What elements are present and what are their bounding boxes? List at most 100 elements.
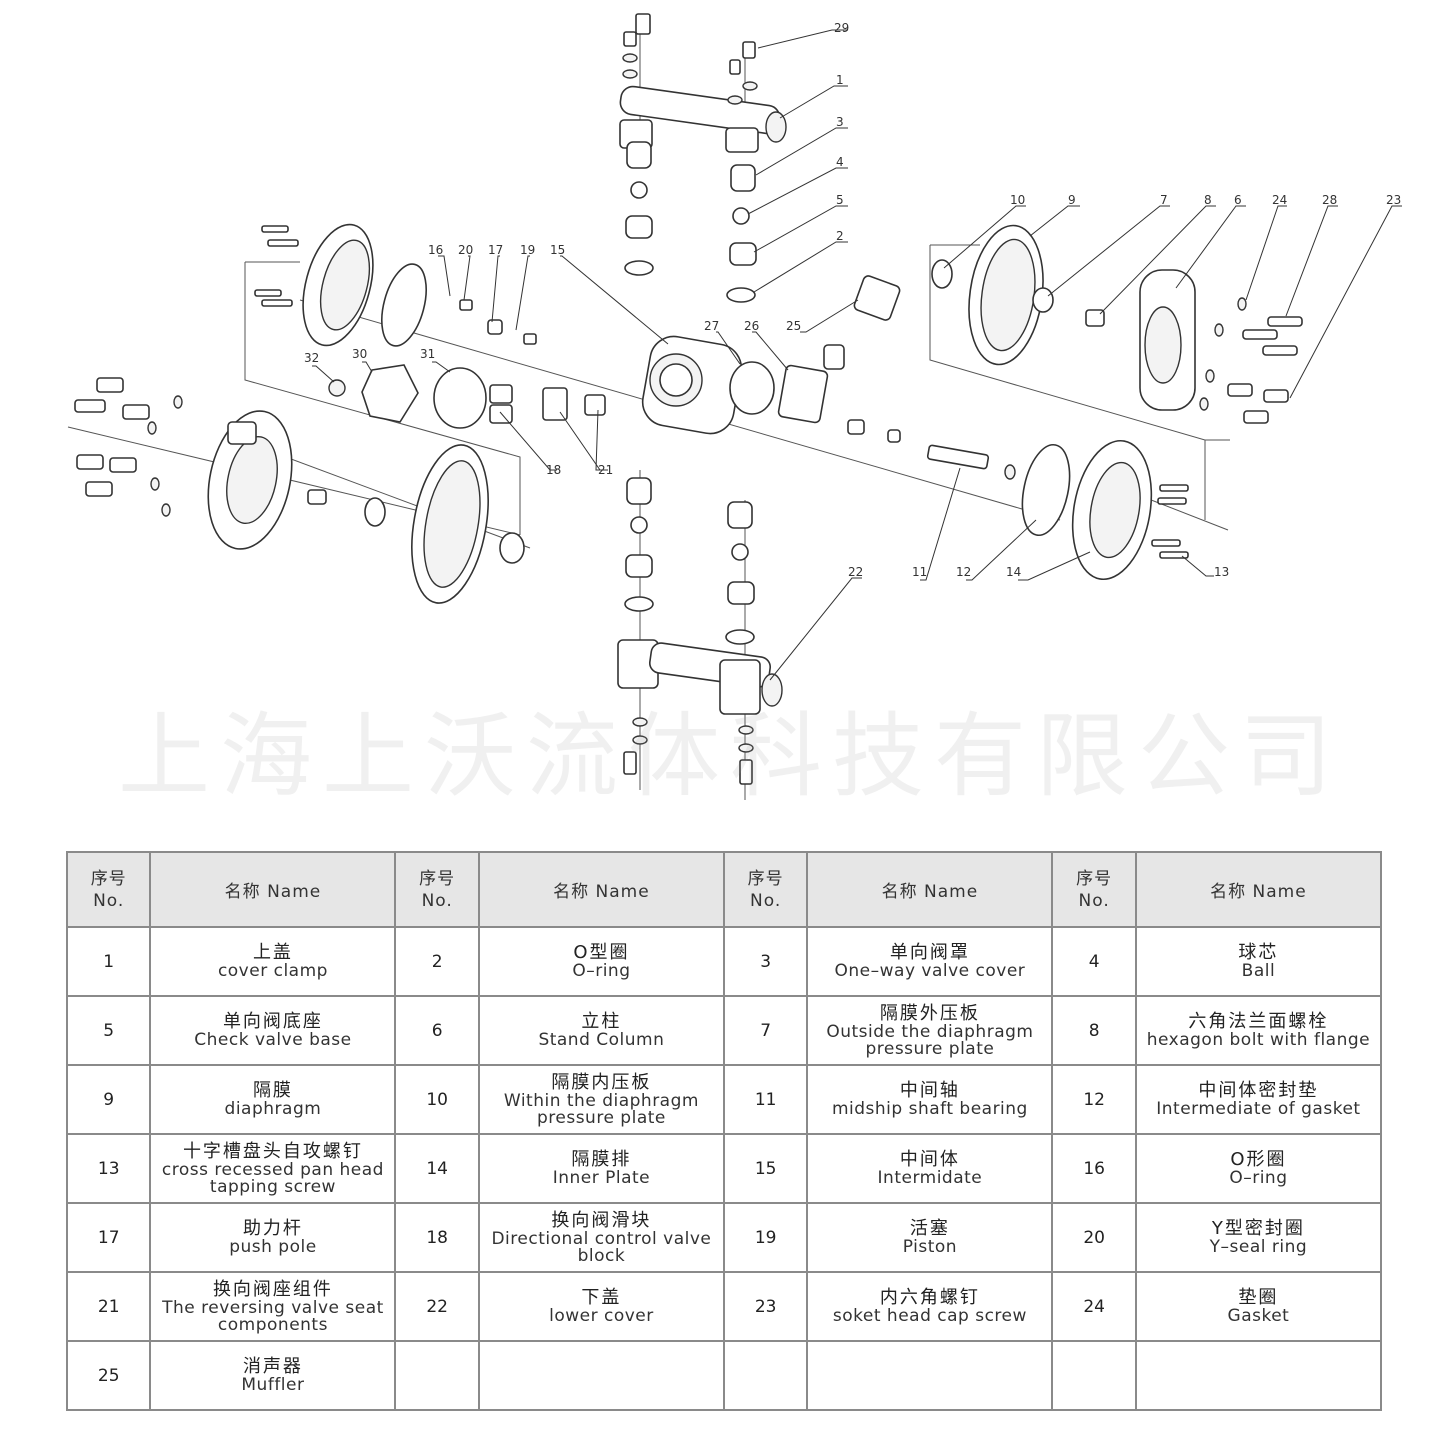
label-9: 9 (1068, 193, 1076, 207)
part-name-cell (477, 1340, 725, 1411)
label-25: 25 (786, 319, 801, 333)
part-name-zh: 内六角螺钉 (879, 1287, 980, 1308)
part-name-zh: 消声器 (242, 1356, 303, 1377)
part-name-en: Intermediate of gasket (1156, 1099, 1361, 1119)
label-1: 1 (836, 73, 844, 87)
center-body (641, 275, 901, 443)
label-17: 17 (488, 243, 503, 257)
part-number-cell: 19 (722, 1202, 809, 1273)
part-number-cell: 22 (394, 1271, 480, 1342)
label-7: 7 (1160, 193, 1168, 207)
part-name-zh: 隔膜外压板 (879, 1002, 980, 1024)
part-name-en: lower cover (549, 1306, 654, 1326)
part-name-zh: 换向阀滑块 (551, 1209, 652, 1231)
part-number-cell: 3 (722, 926, 809, 997)
label-22: 22 (848, 565, 863, 579)
part-name-zh: 立柱 (581, 1011, 622, 1032)
label-10: 10 (1010, 193, 1025, 207)
lower-right-assembly (926, 439, 1189, 581)
part-name-zh: 中间轴 (899, 1080, 960, 1101)
label-6: 6 (1234, 193, 1242, 207)
part-number-cell: 16 (1051, 1133, 1137, 1204)
bottom-manifold (617, 639, 783, 785)
part-name-zh: 助力杆 (242, 1218, 303, 1239)
part-name-en: Check valve base (194, 1030, 352, 1050)
part-name-zh: 隔膜内压板 (551, 1071, 652, 1093)
right-assembly (931, 224, 1303, 424)
part-name-zh: 球芯 (1238, 942, 1279, 963)
label-18: 18 (546, 463, 561, 477)
part-number-cell: 5 (65, 995, 152, 1066)
part-name-en: Ball (1241, 961, 1276, 981)
part-name-zh: 下盖 (581, 1287, 622, 1308)
part-number-cell: 6 (394, 995, 480, 1066)
part-number-cell: 8 (1051, 995, 1137, 1066)
part-number-cell (722, 1340, 809, 1411)
part-name-zh: 单向阀底座 (222, 1011, 323, 1032)
label-16: 16 (428, 243, 443, 257)
part-number-cell: 17 (65, 1202, 152, 1273)
label-28: 28 (1322, 193, 1337, 207)
part-name-zh: 十字槽盘头自攻螺钉 (182, 1140, 363, 1162)
part-name-cell (1134, 1340, 1383, 1411)
part-number-cell: 13 (65, 1133, 152, 1204)
part-number-cell: 10 (394, 1064, 480, 1135)
part-name-en: Directional control valve block (491, 1228, 712, 1266)
label-15: 15 (550, 243, 565, 257)
label-30: 30 (352, 347, 367, 361)
part-number-cell: 15 (722, 1133, 809, 1204)
part-name-en: diaphragm (224, 1099, 322, 1119)
part-name-zh: 上盖 (252, 942, 293, 963)
part-name-cell (806, 1340, 1054, 1411)
part-name-en: cross recessed pan head tapping screw (161, 1159, 384, 1197)
part-number-cell: 21 (65, 1271, 152, 1342)
label-8: 8 (1204, 193, 1212, 207)
exploded-pump-diagram: 29 1 3 4 5 2 10 9 7 8 6 24 28 23 16 20 1… (67, 13, 1402, 800)
part-number-cell: 7 (722, 995, 809, 1066)
part-number-cell: 24 (1051, 1271, 1137, 1342)
label-12: 12 (956, 565, 971, 579)
part-number-cell (394, 1340, 480, 1411)
label-31: 31 (420, 347, 435, 361)
label-2: 2 (836, 229, 844, 243)
part-number-cell: 12 (1051, 1064, 1137, 1135)
part-number-cell: 11 (722, 1064, 809, 1135)
part-name-zh: Y型密封圈 (1211, 1218, 1305, 1239)
part-number-cell: 18 (394, 1202, 480, 1273)
part-name-en: Gasket (1227, 1306, 1290, 1326)
part-name-en: push pole (229, 1237, 317, 1257)
leader-lines (312, 29, 1402, 681)
part-name-en: Intermidate (877, 1168, 983, 1188)
header-name: 名称 Name (806, 851, 1054, 928)
part-name-en: Outside the diaphragm pressure plate (826, 1021, 1034, 1059)
header-name: 名称 Name (149, 851, 397, 928)
label-21: 21 (598, 463, 613, 477)
label-14: 14 (1006, 565, 1021, 579)
